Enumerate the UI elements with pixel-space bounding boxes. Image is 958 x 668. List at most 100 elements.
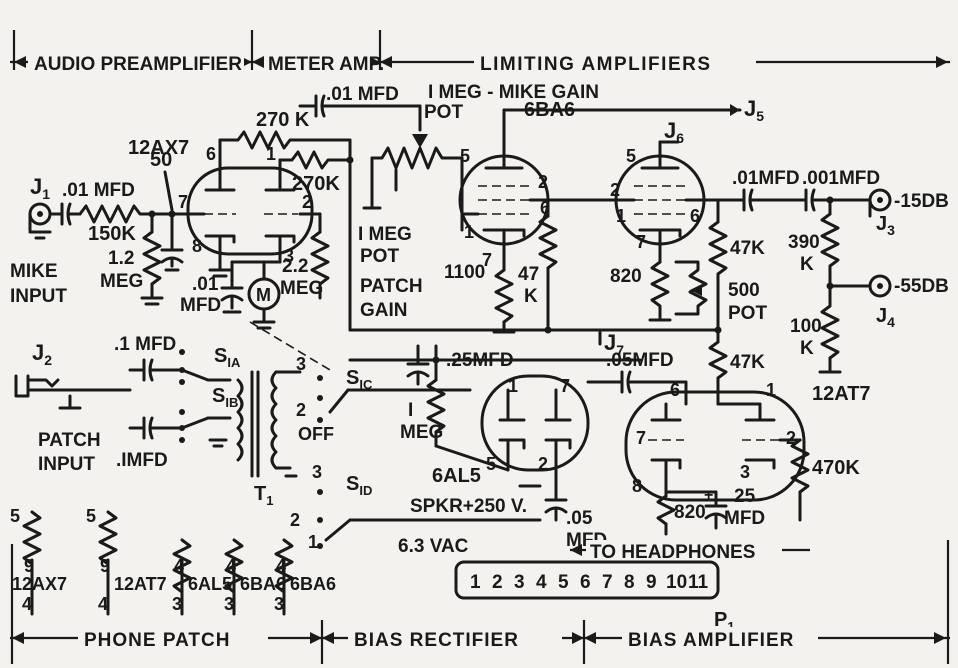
heater-pin-top: 9	[24, 556, 34, 576]
label-off: OFF	[298, 424, 334, 444]
mike-input-jack-j1: J1 MIKE INPUT	[10, 174, 67, 307]
label-patch-pot-a: I MEG	[358, 224, 412, 245]
capacitor-1mfd-b: .IMFD	[116, 416, 182, 471]
label-r-100k-b: K	[800, 338, 814, 359]
label-v5-pin7: 7	[636, 428, 646, 448]
label-meter-amp: METER AMP.	[268, 54, 384, 75]
label-v1-pin6: 6	[206, 144, 216, 164]
plus-sign: +	[704, 487, 713, 504]
tube-6al5: 6AL5 1 7 5 2	[432, 374, 590, 487]
pot-500: 500 POT	[674, 260, 767, 324]
label-sw-2b: 2	[290, 510, 300, 530]
label-spkr: SPKR+250 V.	[410, 496, 527, 517]
test-jack-j7: J7	[598, 328, 624, 358]
plug-pin-label: 4	[536, 572, 547, 593]
label-c-meter-b: MFD	[180, 295, 221, 316]
label-r-47k-a: 47	[518, 264, 539, 285]
label-c-in: .01 MFD	[62, 180, 135, 201]
heater-pin-top: 9	[100, 556, 110, 576]
heater-pin-side: 5	[10, 506, 20, 526]
label-mike-input: INPUT	[10, 286, 67, 307]
cathode-ground-v1	[208, 258, 232, 278]
capacitor-50: 50	[150, 149, 184, 272]
pot-mike-gain: I MEG - MIKE GAIN POT	[362, 82, 599, 232]
label-meter: M	[256, 285, 271, 305]
label-r-270k-a: 270 K	[256, 109, 310, 131]
heater-pin-bottom: 3	[172, 594, 182, 614]
label-v3-pin6: 6	[690, 206, 700, 226]
plug-pin-label: 11	[688, 572, 709, 593]
resistor-47k-plate: 47K	[702, 198, 765, 332]
label-v4-pin2: 2	[538, 454, 548, 474]
heater-tube-label: 12AT7	[114, 574, 167, 594]
label-r-820a: 820	[610, 266, 642, 287]
label-j5: J5	[744, 96, 764, 124]
label-patch: PATCH	[38, 430, 101, 451]
label-r-150k: 150K	[88, 223, 136, 245]
capacitor-25mfd-cathode: 25 MFD +	[664, 486, 765, 530]
label-v1-pin3: 3	[284, 246, 294, 266]
heater-pin-bottom: 3	[274, 594, 284, 614]
label-r-820b: 820	[674, 502, 706, 523]
switch-s1b: SIB	[179, 385, 238, 448]
capacitor-meter-01mfd: .01 MFD	[180, 260, 266, 316]
section-header-top: AUDIO PREAMPLIFIER METER AMP. LIMITING A…	[10, 30, 950, 75]
label-patch-pot-c: PATCH	[360, 276, 423, 297]
label-audio-preamplifier: AUDIO PREAMPLIFIER	[34, 54, 242, 75]
capacitor-01mfd-top: .01 MFD	[298, 84, 422, 118]
tube-6ba6-a: 6BA6 5 2 1 6 7	[458, 99, 575, 272]
heater-pin-top: 4	[226, 556, 236, 576]
label-c-meter-a: .01	[192, 274, 219, 295]
heater-tube-label: 12AX7	[12, 574, 67, 594]
label-r-2-2meg-b: MEG	[280, 278, 323, 299]
heater-pin-top: 4	[174, 556, 184, 576]
capacitor-input-01mfd: .01 MFD	[48, 180, 135, 226]
label-v3-pin7: 7	[636, 232, 646, 252]
plug-pin-label: 8	[624, 572, 635, 593]
label-j2: J2	[32, 340, 52, 368]
label-v5-pin6: 6	[670, 380, 680, 400]
label-c-50: 50	[150, 149, 172, 171]
label-v2-pin2: 2	[538, 172, 548, 192]
heater-tube-label: 6AL5	[188, 574, 232, 594]
label-j4: J4	[876, 305, 895, 330]
label-r-390k-b: K	[800, 254, 814, 275]
resistor-2-2meg: 2.2 MEG	[280, 212, 330, 300]
resistor-390k: 390 K	[788, 196, 840, 290]
plug-pin-label: 3	[514, 572, 525, 593]
resistor-820-a: 820	[610, 260, 672, 322]
label-phone-patch: PHONE PATCH	[84, 630, 230, 651]
label-c-01mfd-out: .01MFD	[732, 168, 800, 189]
label-c-05mfd-a: .05MFD	[606, 350, 674, 371]
label-r-100k-a: 100	[790, 316, 822, 337]
label-gain-pot-a: I MEG - MIKE GAIN	[428, 82, 599, 103]
tube-12at7: 12AT7 6 1 7 2 8 3	[624, 380, 871, 502]
label-sw-2a: 2	[296, 400, 306, 420]
plug-pin-label: 5	[558, 572, 569, 593]
heater-pin-bottom: 3	[224, 594, 234, 614]
resistor-47k-v5: 47K	[708, 328, 765, 394]
resistor-47k-screen: 47 K	[518, 198, 558, 332]
label-r-1-2meg-a: 1.2	[108, 248, 134, 269]
label-v4-pin1: 1	[508, 376, 518, 396]
label-filament: 6.3 VAC	[398, 536, 469, 557]
label-r-1100: 1100	[444, 262, 485, 283]
label-s1a: SIA	[214, 345, 241, 370]
capacitor-25mfd: .25MFD	[406, 344, 514, 386]
label-v1-pin1: 1	[266, 144, 276, 164]
output-jack-j4: -55DB J4	[828, 274, 949, 330]
capacitor-001mfd: .001MFD	[788, 168, 880, 212]
label-r-1meg-b: MEG	[400, 422, 443, 443]
plug-pin-label: 10	[666, 572, 687, 593]
resistor-1meg: I MEG	[400, 344, 446, 448]
label-group-supply: SPKR+250 V. 6.3 VAC	[398, 484, 542, 557]
switch-s1c: 3 2 SIC OFF	[296, 354, 472, 444]
label-patch-input: INPUT	[38, 454, 95, 475]
label-tube-12ax7: 12AX7	[128, 137, 189, 159]
resistor-270k-b: 270K	[278, 150, 354, 195]
label-v3-pin2: 2	[610, 180, 620, 200]
